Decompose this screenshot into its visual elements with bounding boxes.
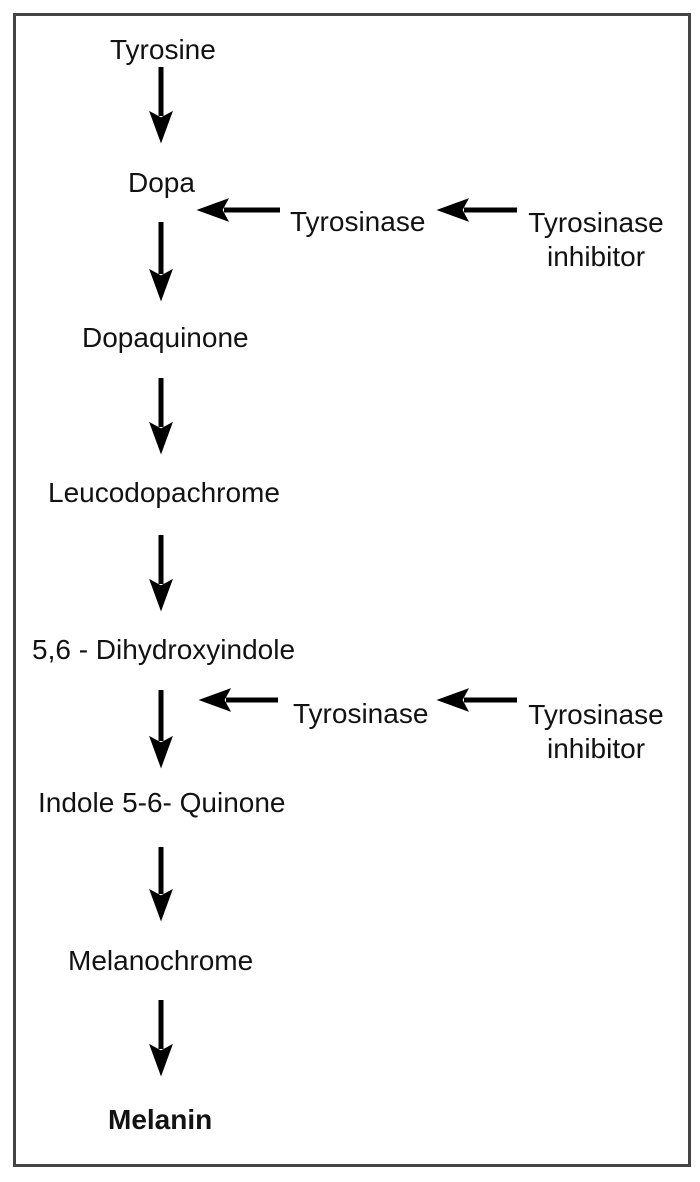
node-tyrosine: Tyrosine	[110, 34, 216, 65]
node-melanochrome: Melanochrome	[68, 945, 254, 976]
down-arrow-icon-indolequinone-melanochrome	[149, 847, 173, 922]
down-arrow-icon-tyrosine-dopa	[149, 67, 173, 144]
inhibitor-label-row1-line1: Tyrosinase	[528, 207, 664, 238]
node-melanin: Melanin	[108, 1104, 213, 1135]
down-arrow-icon-dopa-dopaquinone	[149, 222, 173, 302]
node-leucodopachrome: Leucodopachrome	[48, 477, 280, 508]
left-arrow-icon-tyrosinase-row2	[198, 688, 278, 712]
inhibitor-label-row1-line2: inhibitor	[546, 241, 646, 272]
node-dihydroxyindole: 5,6 - Dihydroxyindole	[32, 634, 296, 665]
inhibitor-label-row1: Tyrosinase inhibitor	[528, 206, 664, 274]
left-arrow-icon-inhibitor-row1	[436, 198, 517, 222]
node-indole-quinone: Indole 5-6- Quinone	[38, 787, 286, 818]
down-arrow-icon-dopaquinone-leucodopachrome	[149, 378, 173, 455]
diagram-border	[13, 13, 691, 1167]
down-arrow-icon-melanochrome-melanin	[149, 1000, 173, 1077]
left-arrow-icon-inhibitor-row2	[436, 688, 517, 712]
down-arrow-icon-leucodopachrome-dihydroxyindole	[149, 535, 173, 612]
inhibitor-label-row2-line2: inhibitor	[546, 733, 646, 764]
left-arrow-icon-tyrosinase-row1	[196, 198, 280, 222]
enzyme-label-row1: Tyrosinase	[290, 206, 426, 237]
node-dopa: Dopa	[128, 167, 195, 198]
inhibitor-label-row2-line1: Tyrosinase	[528, 699, 664, 730]
inhibitor-label-row2: Tyrosinase inhibitor	[528, 698, 664, 766]
enzyme-label-row2: Tyrosinase	[293, 698, 429, 729]
down-arrow-icon-dihydroxyindole-indolequinone	[149, 690, 173, 769]
node-dopaquinone: Dopaquinone	[82, 322, 249, 353]
